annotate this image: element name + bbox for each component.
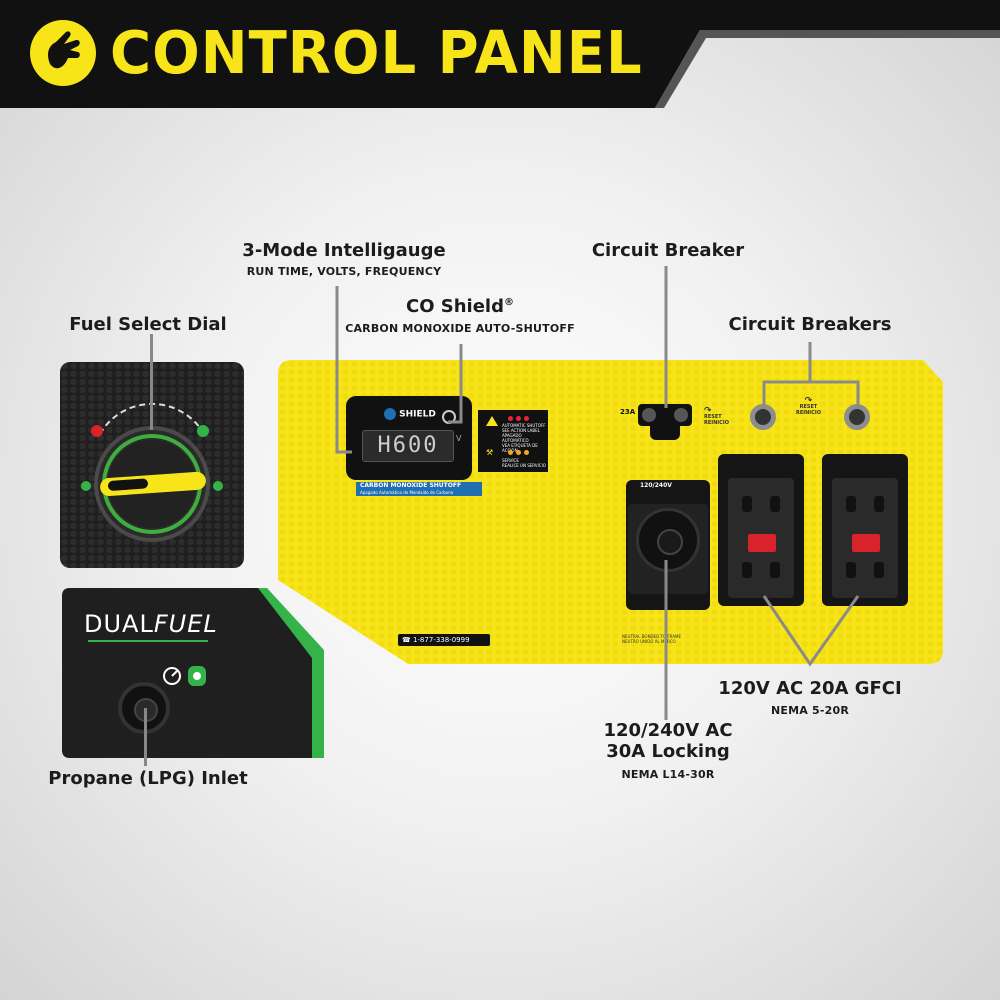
co-shield-badge-text: SHIELD [399, 409, 436, 420]
fuel-select-label: Fuel Select Dial [69, 314, 227, 335]
propane-inlet-label: Propane (LPG) Inlet [48, 768, 248, 789]
co-shield-badge: SHIELD [384, 408, 436, 420]
locking-outlet-title: 120/240V AC 30A Locking [603, 720, 732, 762]
main-circuit-breaker[interactable] [638, 404, 692, 426]
gfci-test-button-right[interactable] [852, 534, 880, 552]
phone-number: 1-877-338-0999 [412, 636, 470, 644]
gfci-breaker-right[interactable] [844, 404, 870, 430]
co-shutoff-bar-sub: Apagado Automático de Monóxido de Carbon… [360, 490, 454, 495]
header-background [0, 0, 1000, 108]
co-shutoff-bar: CARBON MONOXIDE SHUTOFF Apagado Automáti… [356, 482, 482, 496]
display-value: H600 [377, 433, 439, 458]
phone-icon: ☎ [402, 636, 413, 644]
co-shutoff-bar-text: CARBON MONOXIDE SHUTOFF [360, 482, 462, 489]
gfci-outlet-right[interactable] [822, 454, 908, 606]
fuel-select-dial[interactable] [60, 362, 244, 568]
fuel-select-panel [60, 334, 244, 568]
gasoline-icon [91, 425, 103, 437]
locking-outlet-title-1: 120/240V AC [603, 720, 733, 741]
locking-outlet-sublabel: NEMA L14-30R [621, 768, 715, 781]
registered-mark: ® [504, 297, 514, 308]
propane-icon [197, 425, 209, 437]
phone-label: ☎ 1-877-338-0999 [398, 634, 490, 646]
propane-gauge-icon [163, 666, 206, 686]
fuel-select-leader-line [150, 334, 153, 430]
champion-hand-icon [30, 20, 96, 86]
intelligauge-sublabel: RUN TIME, VOLTS, FREQUENCY [246, 265, 442, 278]
breaker-lever[interactable] [650, 426, 680, 440]
circuit-breaker-label: Circuit Breaker [591, 240, 745, 261]
locking-outlet-title-2: 30A Locking [606, 741, 730, 762]
gfci-label: 120V AC 20A GFCI [718, 678, 902, 699]
propane-leader-line [144, 708, 147, 766]
header-banner: CONTROL PANEL [0, 0, 1000, 110]
wrench-icon: ⚒ [486, 448, 494, 457]
locking-outlet-l14-30r[interactable] [636, 508, 700, 572]
dual-fuel-underline [88, 640, 208, 642]
warning-icon [486, 416, 498, 426]
breaker-rating: 23A [620, 408, 636, 416]
gfci-test-button-left[interactable] [748, 534, 776, 552]
gfci-outlet-left[interactable] [718, 454, 804, 606]
locking-outlet-label: 120/240V [640, 482, 672, 489]
dual-fuel-logo-a: DUAL [84, 610, 154, 638]
co-shield-label: CO Shield® [406, 296, 514, 317]
dual-fuel-logo-b: FUEL [153, 610, 218, 638]
intelligauge-label: 3-Mode Intelligauge [242, 240, 446, 261]
dual-fuel-logo: DUALFUEL [84, 610, 218, 638]
gfci-sublabel: NEMA 5-20R [770, 704, 850, 717]
gfci-breaker-left[interactable] [750, 404, 776, 430]
locking-outlet-housing: 120/240V [626, 480, 710, 610]
mode-button[interactable] [442, 410, 456, 424]
dual-fuel-panel: DUALFUEL [62, 588, 326, 766]
display-unit: V [456, 434, 462, 443]
circuit-breakers-label: Circuit Breakers [728, 314, 892, 335]
co-shield-sublabel: CARBON MONOXIDE AUTO-SHUTOFF [345, 322, 575, 335]
intelligauge-display[interactable]: H600 V SHIELD [346, 396, 472, 480]
page-title: CONTROL PANEL [110, 19, 643, 88]
display-readout: H600 [362, 430, 454, 462]
co-shield-label-text: CO Shield [406, 296, 504, 317]
